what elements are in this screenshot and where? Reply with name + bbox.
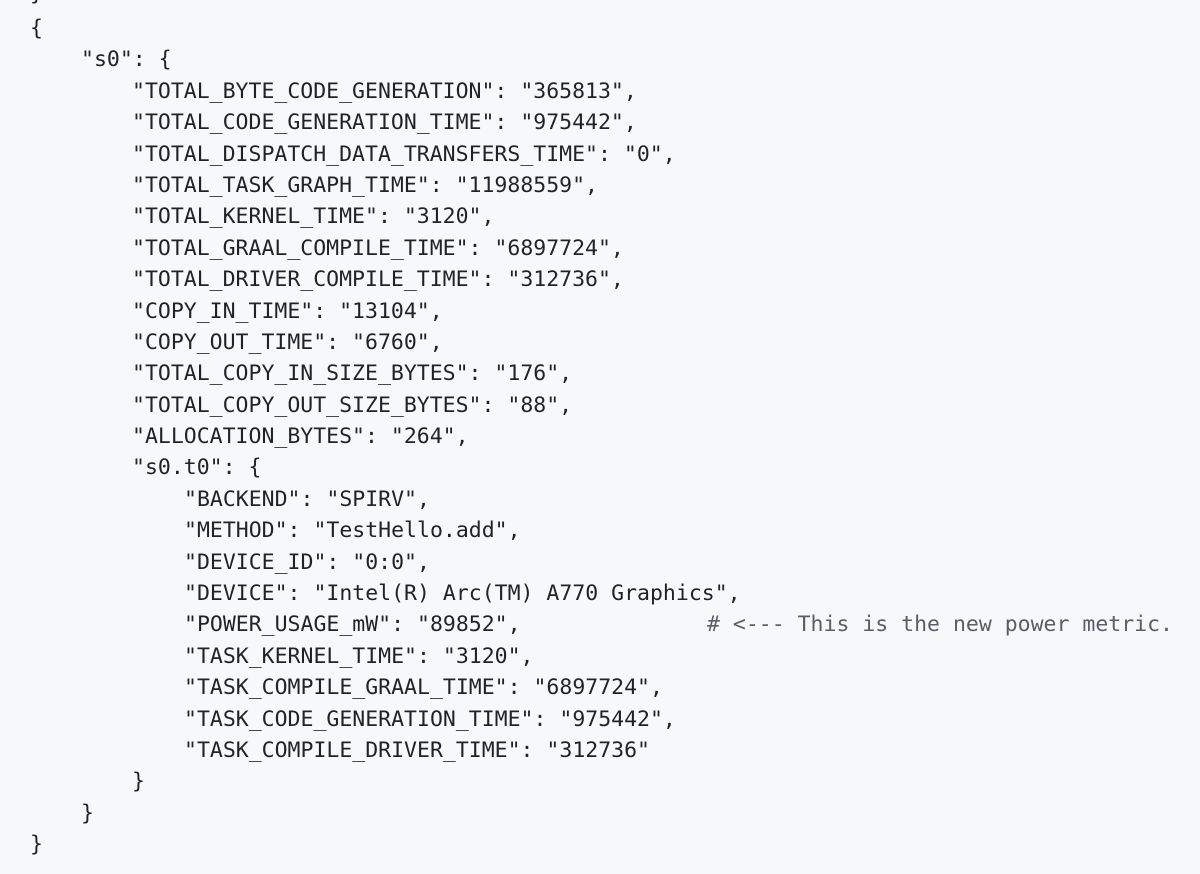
code-line: "s0.t0": { — [0, 452, 741, 483]
code-text: "TOTAL_DISPATCH_DATA_TRANSFERS_TIME": "0… — [132, 141, 676, 167]
code-text: "POWER_USAGE_mW": "89852", — [184, 612, 521, 638]
code-text: "TOTAL_COPY_OUT_SIZE_BYTES": "88", — [132, 392, 573, 418]
code-line: "BACKEND": "SPIRV", — [0, 484, 741, 515]
code-text: } — [81, 800, 94, 826]
code-lines: { "s0": { "TOTAL_BYTE_CODE_GENERATION": "3… — [0, 13, 1173, 861]
code-line: "TOTAL_GRAAL_COMPILE_TIME": "6897724", — [0, 233, 741, 264]
code-line: "COPY_IN_TIME": "13104", — [0, 296, 741, 327]
code-line: "COPY_OUT_TIME": "6760", — [0, 327, 741, 358]
code-line: "TASK_KERNEL_TIME": "3120", — [0, 641, 741, 672]
code-line: "TOTAL_BYTE_CODE_GENERATION": "365813", — [0, 76, 741, 107]
code-text: "COPY_IN_TIME": "13104", — [132, 298, 443, 324]
code-text: "TOTAL_CODE_GENERATION_TIME": "975442", — [132, 110, 637, 136]
code-line: "TASK_COMPILE_GRAAL_TIME": "6897724", — [0, 672, 741, 703]
code-text: "TASK_COMPILE_GRAAL_TIME": "6897724", — [184, 675, 663, 701]
code-text: "COPY_OUT_TIME": "6760", — [132, 329, 443, 355]
code-line: "TOTAL_COPY_OUT_SIZE_BYTES": "88", — [0, 390, 741, 421]
code-text: "s0": { — [81, 47, 172, 73]
code-line: "s0": { — [0, 44, 741, 75]
code-line-partial: } — [30, 0, 43, 9]
code-text: "TOTAL_TASK_GRAPH_TIME": "11988559", — [132, 172, 598, 198]
code-line: "TOTAL_COPY_IN_SIZE_BYTES": "176", — [0, 358, 741, 389]
code-text: "DEVICE_ID": "0:0", — [184, 549, 430, 575]
code-line: "TASK_CODE_GENERATION_TIME": "975442", — [0, 704, 741, 735]
code-text: { — [30, 16, 43, 41]
code-text: "BACKEND": "SPIRV", — [184, 486, 430, 512]
code-line: "DEVICE": "Intel(R) Arc(TM) A770 Graphic… — [0, 578, 741, 609]
code-line: "TOTAL_TASK_GRAPH_TIME": "11988559", — [0, 170, 741, 201]
code-line: "TOTAL_DISPATCH_DATA_TRANSFERS_TIME": "0… — [0, 139, 741, 170]
code-text: } — [132, 769, 145, 795]
code-text: "s0.t0": { — [132, 455, 262, 481]
code-text: "METHOD": "TestHello.add", — [184, 518, 521, 544]
code-line: } — [0, 798, 741, 829]
code-line: "TOTAL_DRIVER_COMPILE_TIME": "312736", — [0, 264, 741, 295]
code-text: "TASK_COMPILE_DRIVER_TIME": "312736" — [184, 737, 650, 763]
code-text: "TOTAL_BYTE_CODE_GENERATION": "365813", — [132, 78, 637, 104]
code-text: "TASK_CODE_GENERATION_TIME": "975442", — [184, 706, 676, 732]
code-comment: # <--- This is the new power metric. — [707, 612, 1173, 638]
code-text: "TOTAL_DRIVER_COMPILE_TIME": "312736", — [132, 267, 624, 293]
code-line: "POWER_USAGE_mW": "89852", # <--- This is… — [0, 609, 1173, 640]
code-text: "TOTAL_COPY_IN_SIZE_BYTES": "176", — [132, 361, 573, 387]
code-line: { — [0, 13, 741, 44]
code-text: "TASK_KERNEL_TIME": "3120", — [184, 643, 534, 669]
code-line: "ALLOCATION_BYTES": "264", — [0, 421, 741, 452]
code-line: } — [0, 829, 741, 860]
code-text: } — [30, 832, 43, 858]
code-text: "DEVICE": "Intel(R) Arc(TM) A770 Graphic… — [184, 581, 741, 607]
code-line: "TOTAL_CODE_GENERATION_TIME": "975442", — [0, 107, 741, 138]
code-line: "DEVICE_ID": "0:0", — [0, 547, 741, 578]
code-text: "TOTAL_GRAAL_COMPILE_TIME": "6897724", — [132, 235, 624, 261]
code-line: "TOTAL_KERNEL_TIME": "3120", — [0, 201, 741, 232]
code-text: "TOTAL_KERNEL_TIME": "3120", — [132, 204, 495, 230]
code-line: "METHOD": "TestHello.add", — [0, 515, 741, 546]
code-text: "ALLOCATION_BYTES": "264", — [132, 424, 469, 450]
code-line: "TASK_COMPILE_DRIVER_TIME": "312736" — [0, 735, 741, 766]
code-line: } — [0, 766, 741, 797]
